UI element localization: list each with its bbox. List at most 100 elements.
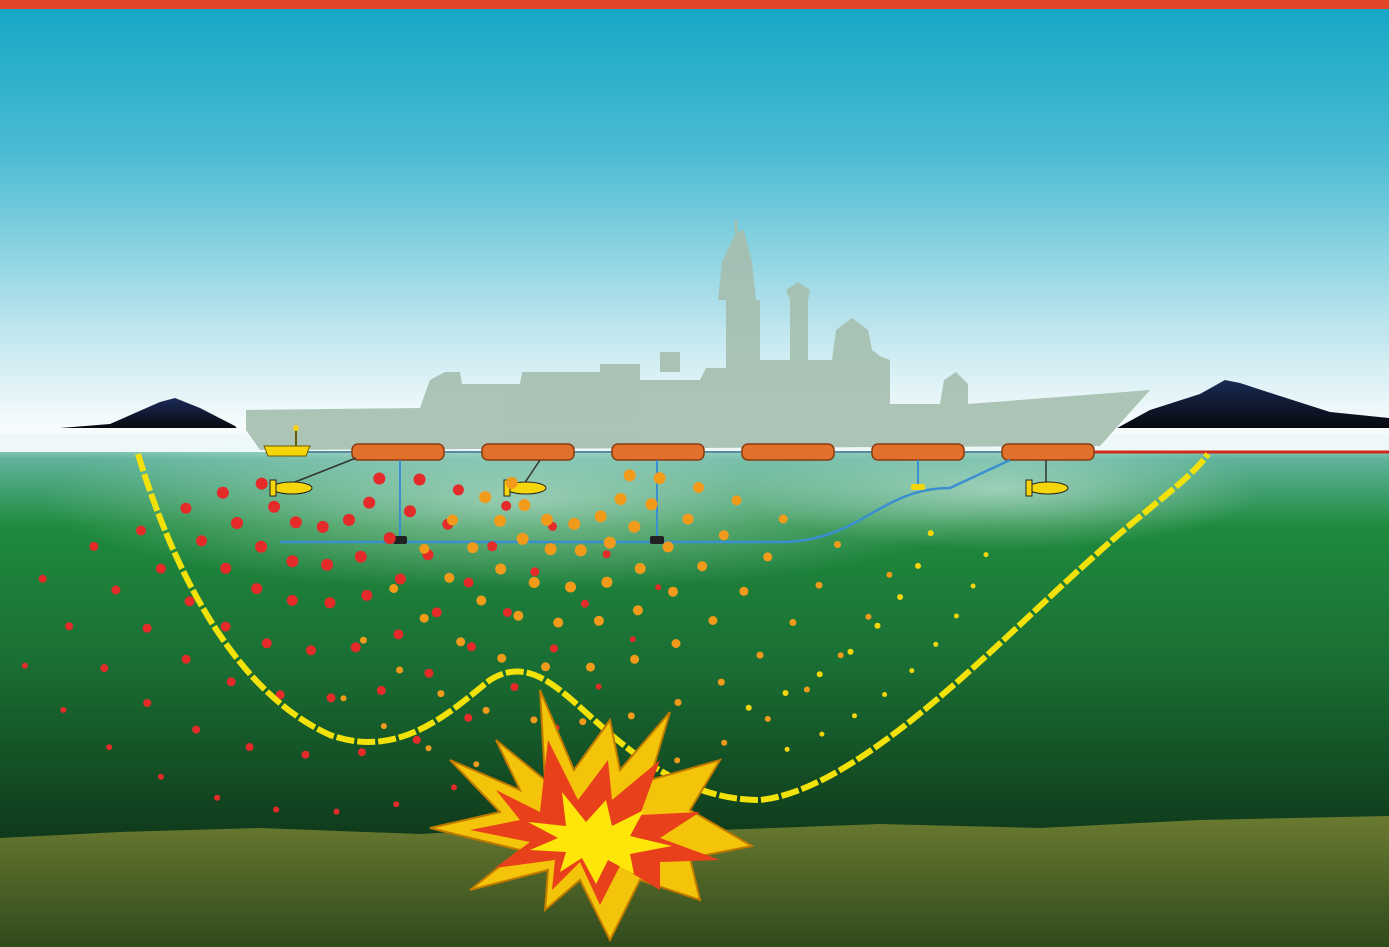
wave-dot (513, 610, 524, 621)
float (1001, 443, 1095, 461)
wave-dot (553, 617, 564, 628)
wave-dot (463, 577, 474, 588)
wave-dot (803, 686, 810, 693)
wave-dot (970, 583, 976, 589)
wave-dot (394, 573, 406, 585)
wave-dot (494, 514, 506, 527)
wave-dot (89, 541, 99, 551)
warship-silhouette (246, 220, 1150, 450)
wave-dot (255, 477, 268, 490)
wave-dot (927, 530, 934, 537)
wave-dot (983, 552, 989, 558)
wave-dot (627, 712, 635, 720)
wave-dot (354, 550, 367, 563)
wave-dot (142, 623, 152, 633)
wave-dot (865, 613, 872, 620)
wave-dot (528, 577, 540, 588)
wave-dot (628, 520, 641, 533)
wave-dot (444, 572, 455, 583)
sensor-pod-icon (1025, 460, 1069, 497)
wave-dot (630, 654, 640, 664)
wave-dot (184, 596, 195, 607)
wave-dot (192, 725, 201, 734)
wave-dot (437, 690, 445, 698)
wave-dot (255, 540, 268, 553)
cable-node (911, 484, 925, 490)
wave-dot (601, 576, 613, 588)
wave-dot (586, 662, 595, 672)
wave-dot (473, 761, 480, 768)
wave-dot (497, 653, 507, 663)
wave-dot (38, 574, 47, 583)
wave-dot (718, 530, 729, 541)
wave-dot (425, 745, 432, 752)
wave-dot (273, 806, 280, 813)
wave-dot (479, 491, 492, 504)
wave-dot (181, 654, 191, 664)
wave-dot (451, 784, 457, 791)
wave-dot (306, 645, 316, 656)
wave-dot (574, 544, 587, 557)
wave-dot (467, 642, 476, 652)
wave-dot (419, 613, 429, 623)
wave-dot (419, 543, 430, 554)
wave-dot (518, 499, 531, 512)
wave-dot (655, 584, 662, 591)
wave-dot (629, 636, 636, 643)
wave-dot (847, 648, 854, 655)
right-hill (1110, 380, 1389, 432)
wave-dot (404, 505, 416, 518)
float (351, 443, 445, 461)
wave-dot (674, 699, 682, 706)
wave-dot (289, 516, 302, 529)
wave-dot (60, 706, 67, 713)
wave-dot (412, 735, 421, 744)
wave-dot (580, 599, 589, 608)
wave-dot (739, 586, 749, 596)
wave-dot (231, 517, 243, 529)
wave-dot (261, 638, 272, 649)
top-bar (0, 0, 1389, 9)
wave-dot (541, 662, 551, 672)
wave-dot (316, 520, 329, 533)
wave-dot (852, 713, 857, 719)
wave-dot (482, 706, 490, 714)
wave-dot (708, 616, 718, 625)
wave-dot (495, 563, 507, 575)
submerged-cable (280, 458, 1011, 544)
wave-dot (623, 469, 636, 482)
wave-dot (452, 484, 464, 496)
wave-dot (396, 666, 404, 674)
wave-dot (340, 695, 347, 702)
wave-dot (476, 595, 487, 606)
wave-dot (593, 615, 604, 626)
wave-dot (286, 594, 298, 606)
wave-dot (505, 476, 518, 489)
wave-dot (220, 562, 232, 574)
underwater-explosion-icon (429, 689, 755, 943)
wave-dot (594, 510, 607, 523)
wave-dot (456, 637, 466, 647)
wave-dot (376, 685, 386, 695)
wave-dot (360, 636, 367, 644)
wave-dot (634, 563, 646, 574)
lead-drone-icon (263, 425, 311, 457)
wave-dot (645, 498, 658, 511)
wave-dot (357, 748, 366, 757)
wave-dot (111, 585, 121, 595)
wave-dot (789, 619, 797, 626)
wave-dot (21, 662, 28, 669)
sky (0, 0, 1389, 440)
wave-dot (245, 743, 254, 751)
wave-dot (393, 629, 404, 640)
pressure-wave-rings (21, 469, 989, 815)
wave-dot (933, 641, 939, 647)
wave-dot (268, 500, 281, 513)
influence-curve (135, 452, 1211, 804)
wave-dot (682, 513, 694, 525)
wave-dot (668, 586, 678, 597)
cable-node (393, 536, 407, 544)
float (741, 443, 835, 461)
wave-dot (745, 704, 752, 711)
